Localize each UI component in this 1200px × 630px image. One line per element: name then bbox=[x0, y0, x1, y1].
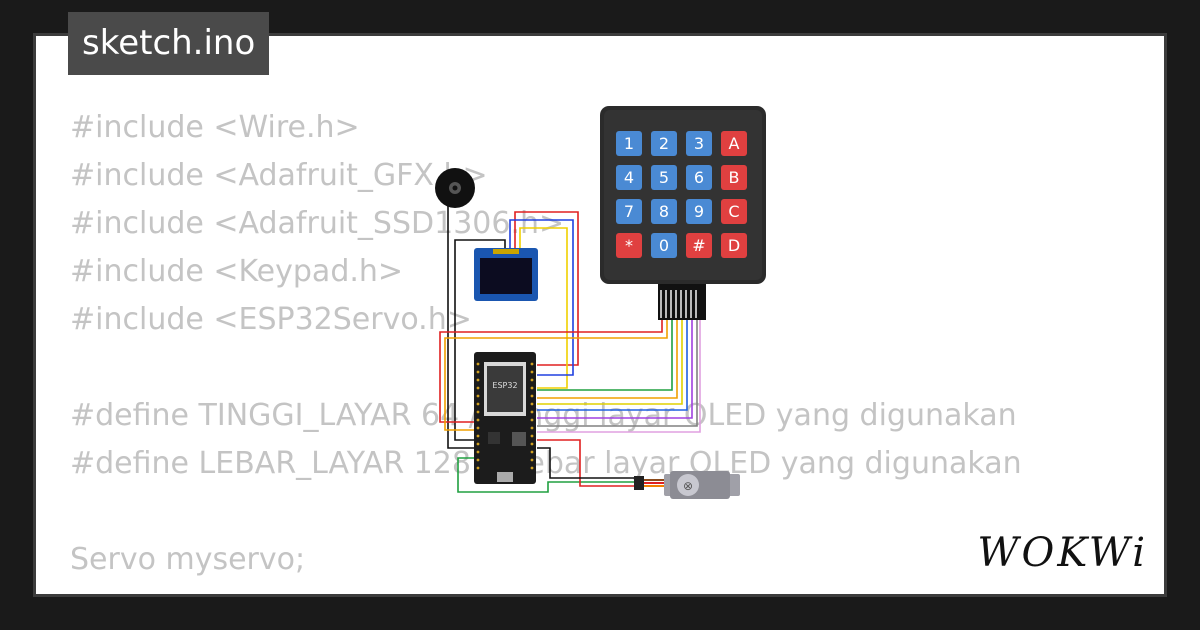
keypad-key-4[interactable]: 4 bbox=[616, 165, 642, 190]
keypad-key-3[interactable]: 3 bbox=[686, 131, 712, 156]
esp32-board[interactable]: ESP32 bbox=[474, 352, 536, 484]
keypad-key-9[interactable]: 9 bbox=[686, 199, 712, 224]
keypad-key-7[interactable]: 7 bbox=[616, 199, 642, 224]
keypad-key-8[interactable]: 8 bbox=[651, 199, 677, 224]
buzzer[interactable] bbox=[435, 168, 475, 208]
oled-display[interactable] bbox=[474, 248, 538, 301]
code-line: #include <Adafruit_SSD1306.h> bbox=[70, 206, 565, 241]
keypad-key-label: 0 bbox=[659, 236, 669, 255]
keypad-key-label: 6 bbox=[694, 168, 704, 187]
keypad-key-label: 7 bbox=[624, 202, 634, 221]
keypad-key-C[interactable]: C bbox=[721, 199, 747, 224]
keypad-key-label: 2 bbox=[659, 134, 669, 153]
keypad-key-label: * bbox=[625, 236, 633, 255]
keypad-key-B[interactable]: B bbox=[721, 165, 747, 190]
code-line: #include <Wire.h> bbox=[70, 110, 360, 145]
keypad-key-6[interactable]: 6 bbox=[686, 165, 712, 190]
keypad-key-label: 1 bbox=[624, 134, 634, 153]
keypad-key-*[interactable]: * bbox=[616, 233, 642, 258]
keypad-key-label: A bbox=[729, 134, 740, 153]
keypad-key-label: C bbox=[728, 202, 739, 221]
keypad-key-label: 9 bbox=[694, 202, 704, 221]
svg-text:⊗: ⊗ bbox=[683, 479, 693, 493]
esp32-label: ESP32 bbox=[492, 381, 517, 390]
keypad-key-A[interactable]: A bbox=[721, 131, 747, 156]
keypad-key-#[interactable]: # bbox=[686, 233, 712, 258]
file-tab[interactable]: sketch.ino bbox=[68, 12, 270, 75]
code-line: Servo myservo; bbox=[70, 542, 306, 577]
wokwi-logo: WOKWi bbox=[977, 530, 1148, 576]
keypad-key-label: 3 bbox=[694, 134, 704, 153]
keypad-key-D[interactable]: D bbox=[721, 233, 747, 258]
code-line: #include <ESP32Servo.h> bbox=[70, 302, 472, 337]
wires bbox=[439, 204, 701, 493]
keypad-key-2[interactable]: 2 bbox=[651, 131, 677, 156]
code-line: const byte ROWS = 4; // Jumlah baris key… bbox=[70, 584, 1022, 594]
keypad-key-label: 4 bbox=[624, 168, 634, 187]
code-editor: #include <Wire.h>#include <Adafruit_GFX.… bbox=[70, 104, 1022, 594]
keypad-key-label: 8 bbox=[659, 202, 669, 221]
keypad-4x4[interactable]: 1 2 3 A 4 5 6 B 7 8 9 C * 0 # D bbox=[600, 106, 766, 320]
keypad-key-0[interactable]: 0 bbox=[651, 233, 677, 258]
keypad-key-1[interactable]: 1 bbox=[616, 131, 642, 156]
keypad-key-5[interactable]: 5 bbox=[651, 165, 677, 190]
keypad-key-label: 5 bbox=[659, 168, 669, 187]
keypad-key-label: # bbox=[692, 236, 705, 255]
servo-motor[interactable]: ⊗ bbox=[634, 471, 740, 499]
code-line: #include <Keypad.h> bbox=[70, 254, 404, 289]
keypad-key-label: D bbox=[728, 236, 740, 255]
keypad-key-label: B bbox=[729, 168, 740, 187]
